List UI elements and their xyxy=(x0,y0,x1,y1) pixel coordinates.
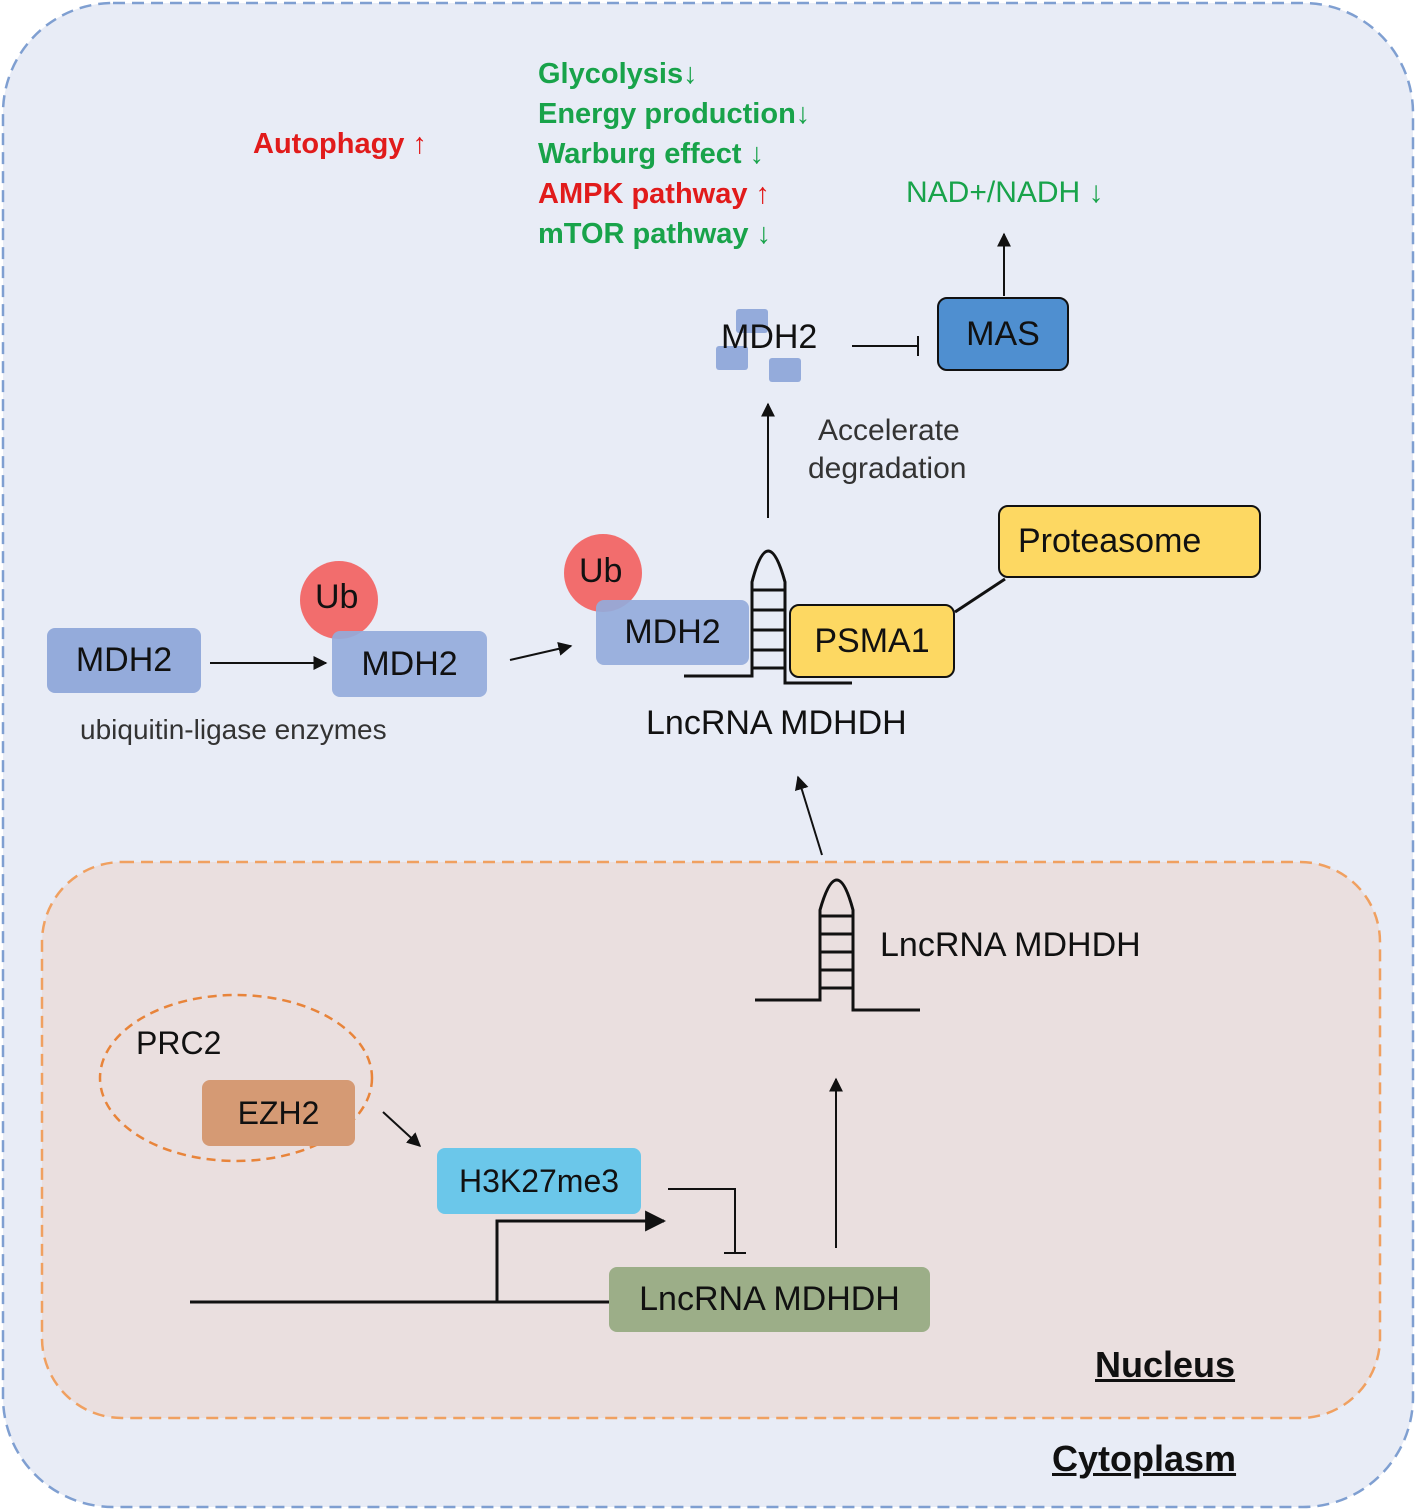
degradation-label: degradation xyxy=(808,452,967,485)
lncrna-gene-node: LncRNA MDHDH xyxy=(609,1267,930,1332)
prc2-complex-outline xyxy=(98,993,374,1163)
cytoplasmic-lncrna-hairpin xyxy=(684,549,852,685)
h3k27me3-inhibit-line xyxy=(668,1188,736,1253)
cytoplasm-label: Cytoplasm xyxy=(1052,1438,1237,1479)
nucleus-region xyxy=(40,860,1382,1420)
nad-nadh-effect: NAD+/NADH ↓ xyxy=(906,176,1104,209)
autophagy-effect: Autophagy ↑ xyxy=(253,128,427,160)
mtor-pathway-effect: mTOR pathway ↓ xyxy=(538,218,772,250)
lncrna-nucleus-label: LncRNA MDHDH xyxy=(880,926,1141,964)
ubiquitin-ligase-label: ubiquitin-ligase enzymes xyxy=(80,714,387,745)
psma1-proteasome-link xyxy=(954,577,1006,614)
warburg-effect: Warburg effect ↓ xyxy=(538,138,765,170)
lncrna-cytoplasm-label: LncRNA MDHDH xyxy=(646,704,907,742)
mas-node: MAS xyxy=(937,297,1069,371)
proteasome-node: Proteasome xyxy=(998,505,1261,578)
tss-arrow xyxy=(495,1210,667,1302)
mdh2-degraded-label: MDH2 xyxy=(721,318,818,356)
ub-circle-1 xyxy=(300,561,378,639)
mdh2-ubiquitinated-node: MDH2 xyxy=(332,631,487,697)
accelerate-label: Accelerate xyxy=(818,414,960,447)
ub-label-2: Ub xyxy=(579,552,623,590)
h3k27me3-node: H3K27me3 xyxy=(437,1148,641,1214)
glycolysis-effect: Glycolysis↓ xyxy=(538,58,698,90)
mdh2-fragment xyxy=(769,358,801,382)
ampk-pathway-effect: AMPK pathway ↑ xyxy=(538,178,771,210)
prc2-label: PRC2 xyxy=(136,1025,222,1061)
binding-arrow xyxy=(509,641,573,661)
export-arrow xyxy=(795,775,823,856)
energy-production-effect: Energy production↓ xyxy=(538,98,811,130)
mdh2-fragment xyxy=(736,309,768,333)
mdh2-bound-node: MDH2 xyxy=(596,600,749,665)
mdh2-fragment xyxy=(716,346,748,370)
mdh2-free-node: MDH2 xyxy=(47,628,201,693)
ezh2-node: EZH2 xyxy=(202,1080,355,1146)
nuclear-lncrna-hairpin xyxy=(755,878,920,1012)
nucleus-label: Nucleus xyxy=(1095,1344,1236,1385)
ezh2-to-h3k27me3-arrow xyxy=(382,1111,422,1147)
ub-label-1: Ub xyxy=(315,578,359,616)
psma1-node: PSMA1 xyxy=(789,604,955,678)
ub-circle-2 xyxy=(564,534,642,612)
